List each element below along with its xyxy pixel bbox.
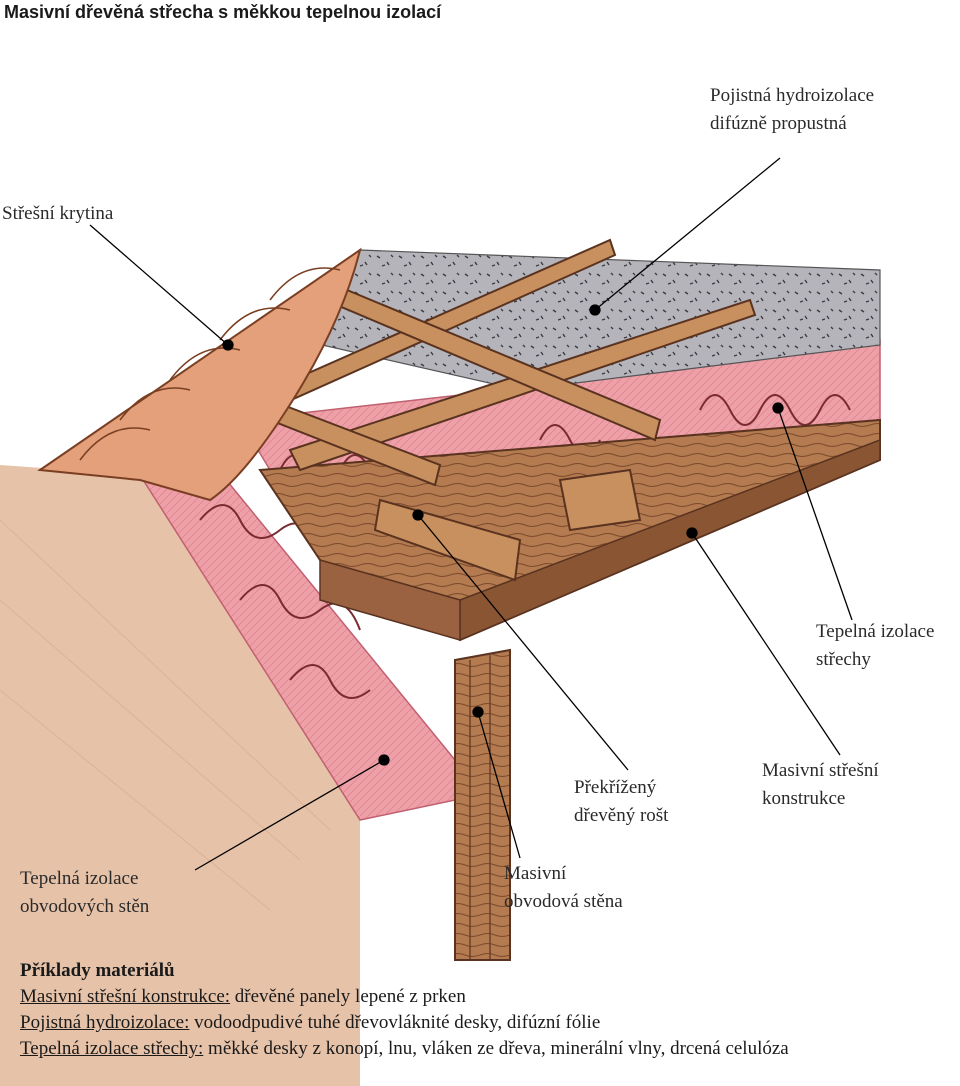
label-hydro: Pojistná hydroizolace difúzně propustná	[710, 85, 875, 134]
page-title: Masivní dřevěná střecha s měkkou tepelno…	[4, 2, 442, 22]
legend-row: Tepelná izolace střechy: měkké desky z k…	[20, 1038, 789, 1059]
wall-post	[454, 648, 511, 961]
label-rost: Překřížený dřevěný rošt	[574, 777, 669, 826]
legend-row: Masivní střešní konstrukce: dřevěné pane…	[20, 986, 466, 1007]
timber-grid	[263, 238, 757, 582]
materials-legend: Příklady materiálů Masivní střešní konst…	[20, 958, 950, 1062]
label-krytina: Střešní krytina	[2, 203, 114, 224]
label-konstrukce: Masivní střešní konstrukce	[762, 760, 879, 809]
label-izolace-sten: Tepelná izolace obvodových stěn	[20, 868, 150, 917]
exterior-plaster	[0, 465, 360, 1086]
label-stena: Masivní obvodová stěna	[504, 863, 623, 912]
legend-heading: Příklady materiálů	[20, 960, 175, 981]
legend-row: Pojistná hydroizolace: vodoodpudivé tuhé…	[20, 1012, 601, 1033]
label-izolace-strechy: Tepelná izolace střechy	[816, 621, 935, 670]
roof-shingles	[37, 247, 362, 502]
leader-lines	[89, 157, 853, 871]
